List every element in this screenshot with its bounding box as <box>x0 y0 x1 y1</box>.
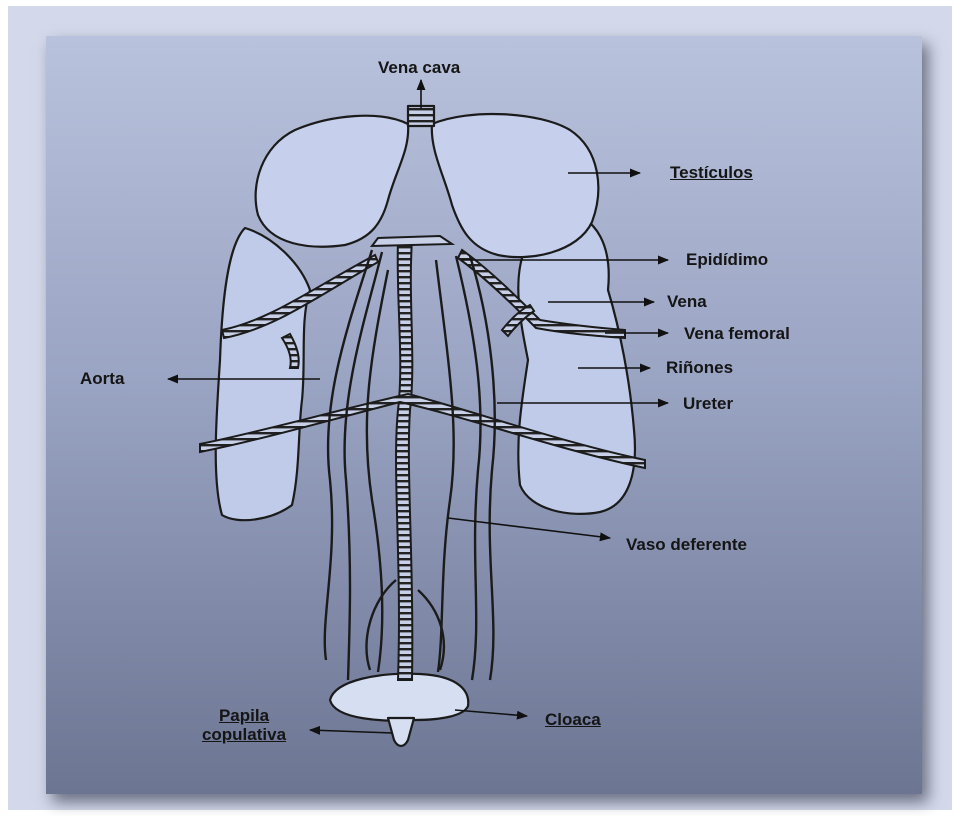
papilla-shape <box>388 718 414 746</box>
aorta-vessel <box>396 240 412 680</box>
leader-cloaca <box>455 710 527 716</box>
label-papila-line2: copulativa <box>182 725 306 744</box>
label-testiculos: Testículos <box>670 163 753 182</box>
testis-left <box>256 116 409 247</box>
testis-right <box>432 114 598 257</box>
ureter-left-outer <box>325 250 372 660</box>
aorta-junction <box>372 236 452 246</box>
leader-papila <box>310 730 392 733</box>
label-vena-femoral: Vena femoral <box>684 324 790 343</box>
label-epididimo: Epidídimo <box>686 250 768 269</box>
ureter-right-inner <box>456 256 481 680</box>
vas-right-a <box>436 260 454 672</box>
leader-vaso-deferente <box>448 518 610 538</box>
label-rinones: Riñones <box>666 358 733 377</box>
label-vena-cava: Vena cava <box>378 58 460 77</box>
label-papila-line1: Papila <box>182 706 306 725</box>
vena-cava-vessel <box>408 106 434 126</box>
label-vaso-deferente: Vaso deferente <box>626 535 747 554</box>
label-aorta: Aorta <box>80 369 124 388</box>
label-cloaca: Cloaca <box>545 710 601 729</box>
label-ureter: Ureter <box>683 394 733 413</box>
label-papila-copulativa: Papila copulativa <box>182 706 306 744</box>
kidney-left <box>216 228 310 520</box>
vas-left-a <box>367 270 388 672</box>
ureter-right-outer <box>470 256 495 680</box>
label-vena: Vena <box>667 292 707 311</box>
